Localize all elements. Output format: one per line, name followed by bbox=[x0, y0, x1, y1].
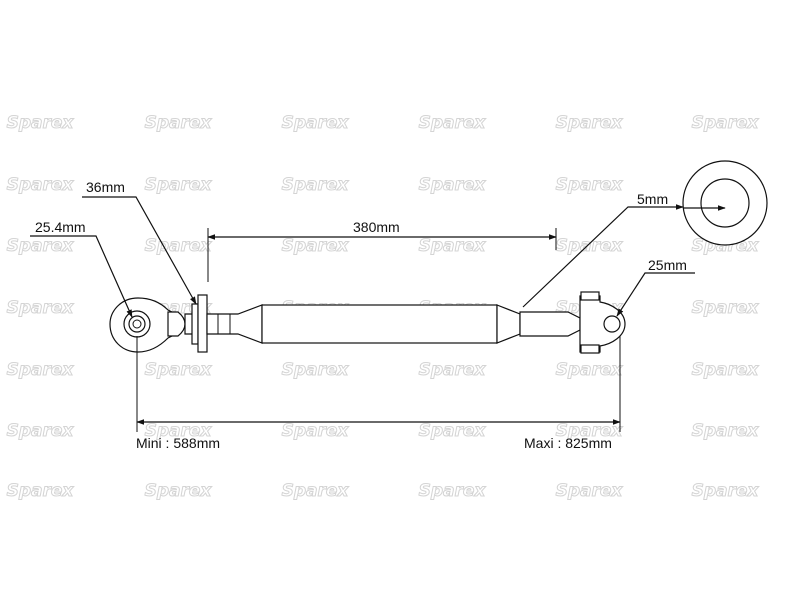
watermark-text: Sparex bbox=[282, 481, 350, 501]
lock-nut bbox=[191, 303, 199, 345]
watermark-text: Sparex bbox=[419, 481, 487, 501]
watermark-text: Sparex bbox=[692, 360, 760, 380]
label-maxi-length: Maxi : 825mm bbox=[524, 435, 612, 451]
leader-36mm bbox=[82, 196, 197, 305]
leader-5mm bbox=[522, 204, 684, 308]
label-5mm: 5mm bbox=[637, 191, 668, 207]
leader-25-4mm bbox=[30, 235, 133, 318]
threaded-sleeve bbox=[206, 304, 263, 344]
watermark-text: Sparex bbox=[145, 113, 213, 133]
watermark-text: Sparex bbox=[7, 360, 75, 380]
watermark-text: Sparex bbox=[282, 360, 350, 380]
top-link-body bbox=[109, 291, 626, 354]
watermark-text: Sparex bbox=[7, 298, 75, 318]
watermark-text: Sparex bbox=[145, 481, 213, 501]
ball-joint-inner bbox=[128, 315, 146, 333]
label-36mm: 36mm bbox=[86, 179, 125, 195]
watermark-text: Sparex bbox=[282, 175, 350, 195]
watermark-text: Sparex bbox=[7, 236, 75, 256]
ball-end-neck bbox=[167, 311, 186, 337]
fork-end bbox=[579, 295, 626, 353]
dimension-lines bbox=[30, 196, 726, 432]
tube-taper-right bbox=[496, 304, 521, 344]
watermark-text: Sparex bbox=[556, 236, 624, 256]
watermark-text: Sparex bbox=[419, 421, 487, 441]
watermark-text: Sparex bbox=[692, 113, 760, 133]
watermark-text: Sparex bbox=[556, 421, 624, 441]
ball-joint-bore bbox=[132, 319, 142, 329]
label-25mm: 25mm bbox=[648, 257, 687, 273]
watermark-text: Sparex bbox=[282, 113, 350, 133]
watermark-text: Sparex bbox=[145, 175, 213, 195]
lock-flange bbox=[197, 294, 208, 353]
watermark-text: Sparex bbox=[556, 113, 624, 133]
label-380mm: 380mm bbox=[353, 219, 400, 235]
washer-icon bbox=[682, 160, 768, 246]
watermark-text: Sparex bbox=[419, 360, 487, 380]
watermark-text: Sparex bbox=[419, 236, 487, 256]
watermark-text: Sparex bbox=[7, 175, 75, 195]
fork-pin-bottom bbox=[580, 344, 600, 354]
watermark-text: Sparex bbox=[556, 360, 624, 380]
main-tube bbox=[261, 304, 498, 344]
watermark-text: Sparex bbox=[556, 481, 624, 501]
watermark-text: Sparex bbox=[692, 298, 760, 318]
watermark-text: Sparex bbox=[7, 421, 75, 441]
watermark-text: Sparex bbox=[419, 113, 487, 133]
watermark-text: Sparex bbox=[419, 175, 487, 195]
watermark-text: Sparex bbox=[692, 481, 760, 501]
watermark-text: Sparex bbox=[692, 421, 760, 441]
fork-pin-hole bbox=[603, 315, 621, 333]
fork-pin-top bbox=[580, 291, 600, 301]
label-mini-length: Mini : 588mm bbox=[136, 435, 220, 451]
watermark-text: Sparex bbox=[145, 360, 213, 380]
watermark-text: Sparex bbox=[145, 236, 213, 256]
watermark-text: Sparex bbox=[7, 481, 75, 501]
watermark-text: Sparex bbox=[556, 175, 624, 195]
label-25-4mm: 25.4mm bbox=[35, 219, 86, 235]
watermark-text: Sparex bbox=[282, 421, 350, 441]
right-threaded-rod bbox=[519, 311, 581, 337]
leader-25mm bbox=[616, 272, 695, 317]
watermark-text: Sparex bbox=[282, 236, 350, 256]
watermark-text: Sparex bbox=[145, 421, 213, 441]
watermark-text: Sparex bbox=[7, 113, 75, 133]
